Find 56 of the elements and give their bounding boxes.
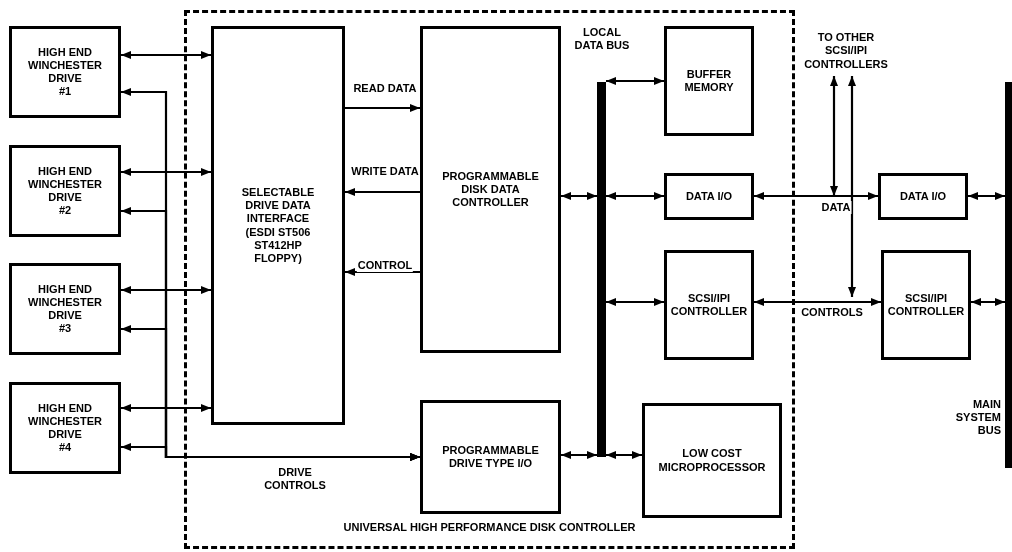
bus-label: MAIN SYSTEM BUS — [954, 398, 1001, 438]
box-label: SCSI/IPI CONTROLLER — [886, 291, 966, 319]
box-label: #4 — [58, 441, 72, 455]
process-box — [9, 145, 121, 237]
connector-arrow — [121, 286, 211, 294]
box-label: DATA I/O — [899, 189, 947, 204]
box-label: PROGRAMMABLE DRIVE TYPE I/O — [441, 443, 540, 471]
edge-label: CONTROL — [356, 259, 414, 273]
box-label: HIGH END WINCHESTER DRIVE — [27, 282, 103, 323]
connector-arrow — [345, 104, 420, 112]
process-box — [211, 26, 345, 425]
process-box — [664, 26, 754, 136]
annotation-text: TO OTHER SCSI/IPI CONTROLLERS — [803, 31, 889, 71]
box-label: LOW COST MICROPROCESSOR — [657, 447, 767, 474]
process-box — [881, 250, 971, 360]
connector-arrow — [121, 443, 420, 461]
process-box — [9, 263, 121, 355]
box-label: SCSI/IPI CONTROLLER — [669, 291, 749, 319]
connector-arrow — [971, 298, 1005, 306]
connector-arrow — [345, 268, 420, 276]
connector-arrow — [754, 192, 878, 200]
process-box — [9, 26, 121, 118]
process-box — [9, 382, 121, 474]
box-label: #1 — [58, 85, 72, 99]
process-box — [420, 26, 561, 353]
connector-arrow — [121, 404, 211, 412]
process-box — [664, 173, 754, 220]
box-label: #2 — [58, 204, 72, 218]
box-label: SELECTABLE DRIVE DATA INTERFACE (ESDI ST506 ST412HP FLOPPY) — [240, 185, 316, 266]
box-label: BUFFER MEMORY — [683, 67, 735, 95]
process-box — [642, 403, 782, 518]
connector-arrow — [561, 192, 597, 200]
process-box — [664, 250, 754, 360]
connector-arrow — [121, 51, 211, 59]
edge-label: DATA — [820, 201, 852, 215]
connector-arrow — [561, 451, 597, 459]
connector-arrow — [606, 192, 664, 200]
connector-arrow — [968, 192, 1005, 200]
box-label: PROGRAMMABLE DISK DATA CONTROLLER — [441, 169, 540, 210]
connector-arrow — [606, 451, 642, 459]
connector-arrow — [848, 76, 856, 297]
box-label: HIGH END WINCHESTER DRIVE — [27, 164, 103, 205]
group-title: UNIVERSAL HIGH PERFORMANCE DISK CONTROLLER — [342, 520, 637, 534]
process-box — [420, 400, 561, 514]
connector-arrow — [345, 188, 420, 196]
box-label: HIGH END WINCHESTER DRIVE — [27, 45, 103, 86]
box-label: #3 — [58, 322, 72, 336]
connector-arrow — [830, 76, 838, 196]
bus-label: LOCAL DATA BUS — [573, 26, 631, 53]
process-box — [878, 173, 968, 220]
box-label: HIGH END WINCHESTER DRIVE — [27, 401, 103, 442]
connector-arrow — [754, 298, 881, 306]
box-label: DATA I/O — [685, 189, 733, 204]
connector-arrow — [606, 77, 664, 85]
connector-arrow — [606, 298, 664, 306]
connector-arrow — [121, 168, 211, 176]
